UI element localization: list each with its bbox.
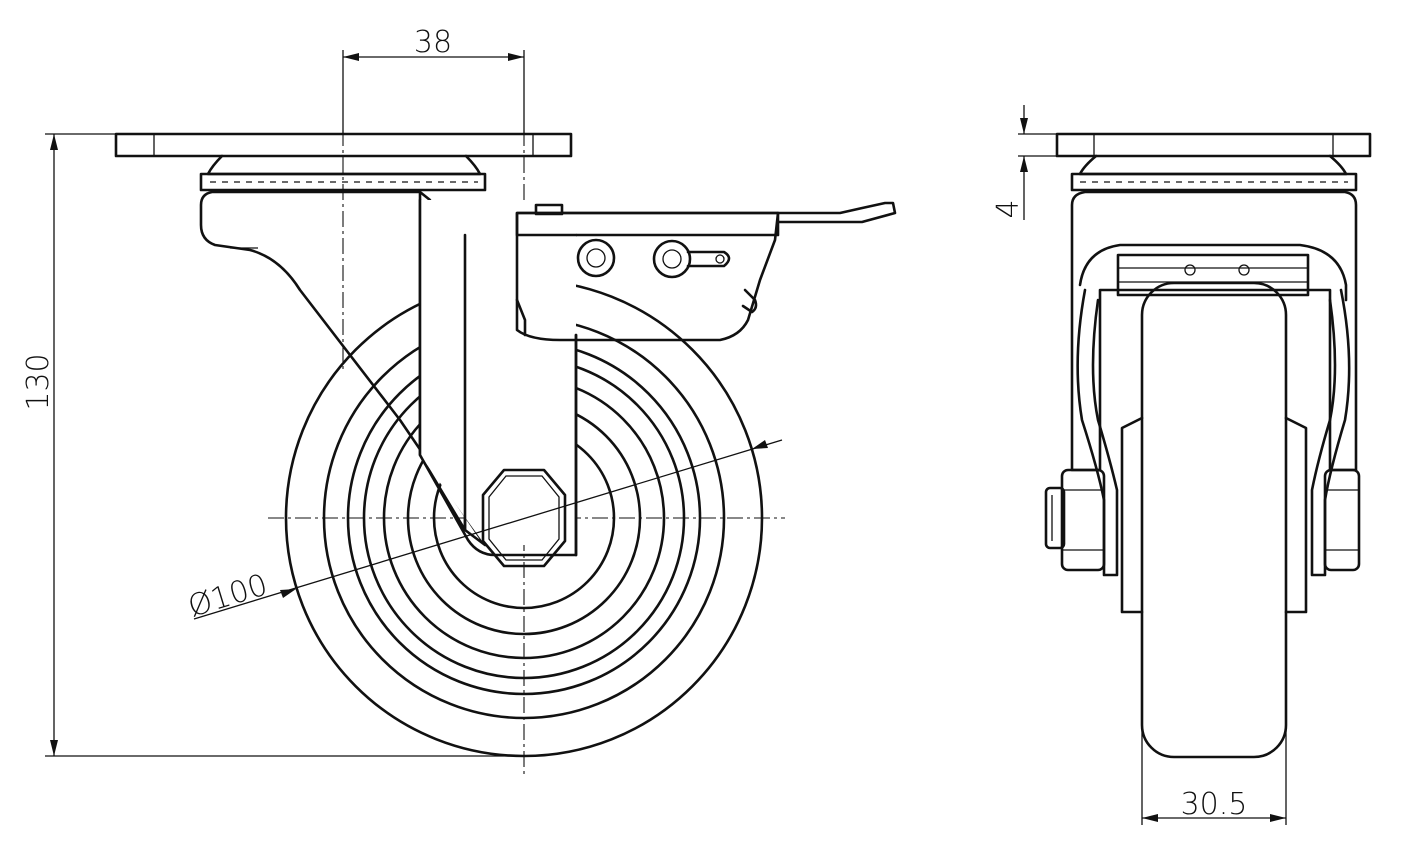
dim-4-label: 4 (991, 199, 1026, 218)
brake-lock-pin (652, 239, 692, 279)
front-axle-bolt-end (1044, 486, 1066, 550)
dim-4-arrow-bottom (1020, 156, 1028, 172)
brake-housing-lower (515, 298, 527, 337)
dim-100-leader (193, 439, 783, 620)
front-bearing-ball-1 (1184, 264, 1196, 276)
dim-130-label: 130 (21, 353, 56, 410)
swivel-bearing-race (206, 154, 482, 176)
dim-38-label: 38 (414, 25, 452, 60)
brake-housing-top (515, 211, 780, 237)
front-view: 4 30.5 (991, 105, 1372, 825)
brake-pivot-pin-inner (586, 248, 606, 268)
dim-130-arrow-bottom (50, 740, 58, 756)
front-top-plate (1055, 132, 1372, 158)
front-axle-nut-left (1060, 468, 1106, 572)
brake-pedal-lever (776, 201, 897, 224)
front-axle-nut-right (1323, 468, 1361, 572)
front-fork-body (1070, 190, 1358, 472)
dim-38-arrow-left (343, 53, 359, 61)
front-fork-leg-right-outer (1310, 288, 1351, 577)
swivel-bearing-ring (199, 172, 487, 192)
dim-38-arrow-right (508, 53, 524, 61)
front-bearing-ball-2 (1238, 264, 1250, 276)
dim-130-arrow-top (50, 134, 58, 150)
axle-hex-inner (488, 475, 560, 561)
front-bearing-race (1078, 154, 1348, 176)
front-fork-leg-left-outer (1076, 288, 1119, 577)
dim-100-arrow-lower (280, 589, 296, 598)
brake-housing-tab (534, 203, 564, 216)
brake-slot-end (715, 254, 725, 264)
fork-leg (199, 190, 487, 547)
front-bearing-ring (1070, 172, 1358, 192)
front-inner-bearing (1116, 253, 1310, 297)
dim-30-5-label: 30.5 (1181, 787, 1248, 822)
front-wheel-hub (1120, 416, 1308, 614)
dim-30-5-arrow-right (1270, 814, 1286, 822)
dim-100-label: Ø100 (184, 568, 272, 625)
dimension-38: 38 (342, 25, 525, 134)
dim-30-5-arrow-left (1142, 814, 1158, 822)
dim-4-arrow-top (1020, 118, 1028, 134)
axle-hex-nut (481, 468, 567, 568)
dimension-130: 130 (21, 133, 524, 757)
dimension-4: 4 (991, 105, 1057, 220)
dimension-30-5: 30.5 (1141, 700, 1287, 825)
brake-link-clip (741, 288, 758, 314)
side-view: 38 130 Ø100 (21, 25, 897, 775)
brake-pivot-pin (576, 238, 616, 278)
brake-slot (686, 250, 731, 268)
front-wheel-tread (1140, 281, 1288, 759)
dim-100-arrow-upper (752, 440, 768, 449)
front-fork-leg-left (1078, 243, 1348, 302)
brake-lock-pin-inner (662, 249, 682, 269)
fork-plate-mask (420, 200, 576, 545)
